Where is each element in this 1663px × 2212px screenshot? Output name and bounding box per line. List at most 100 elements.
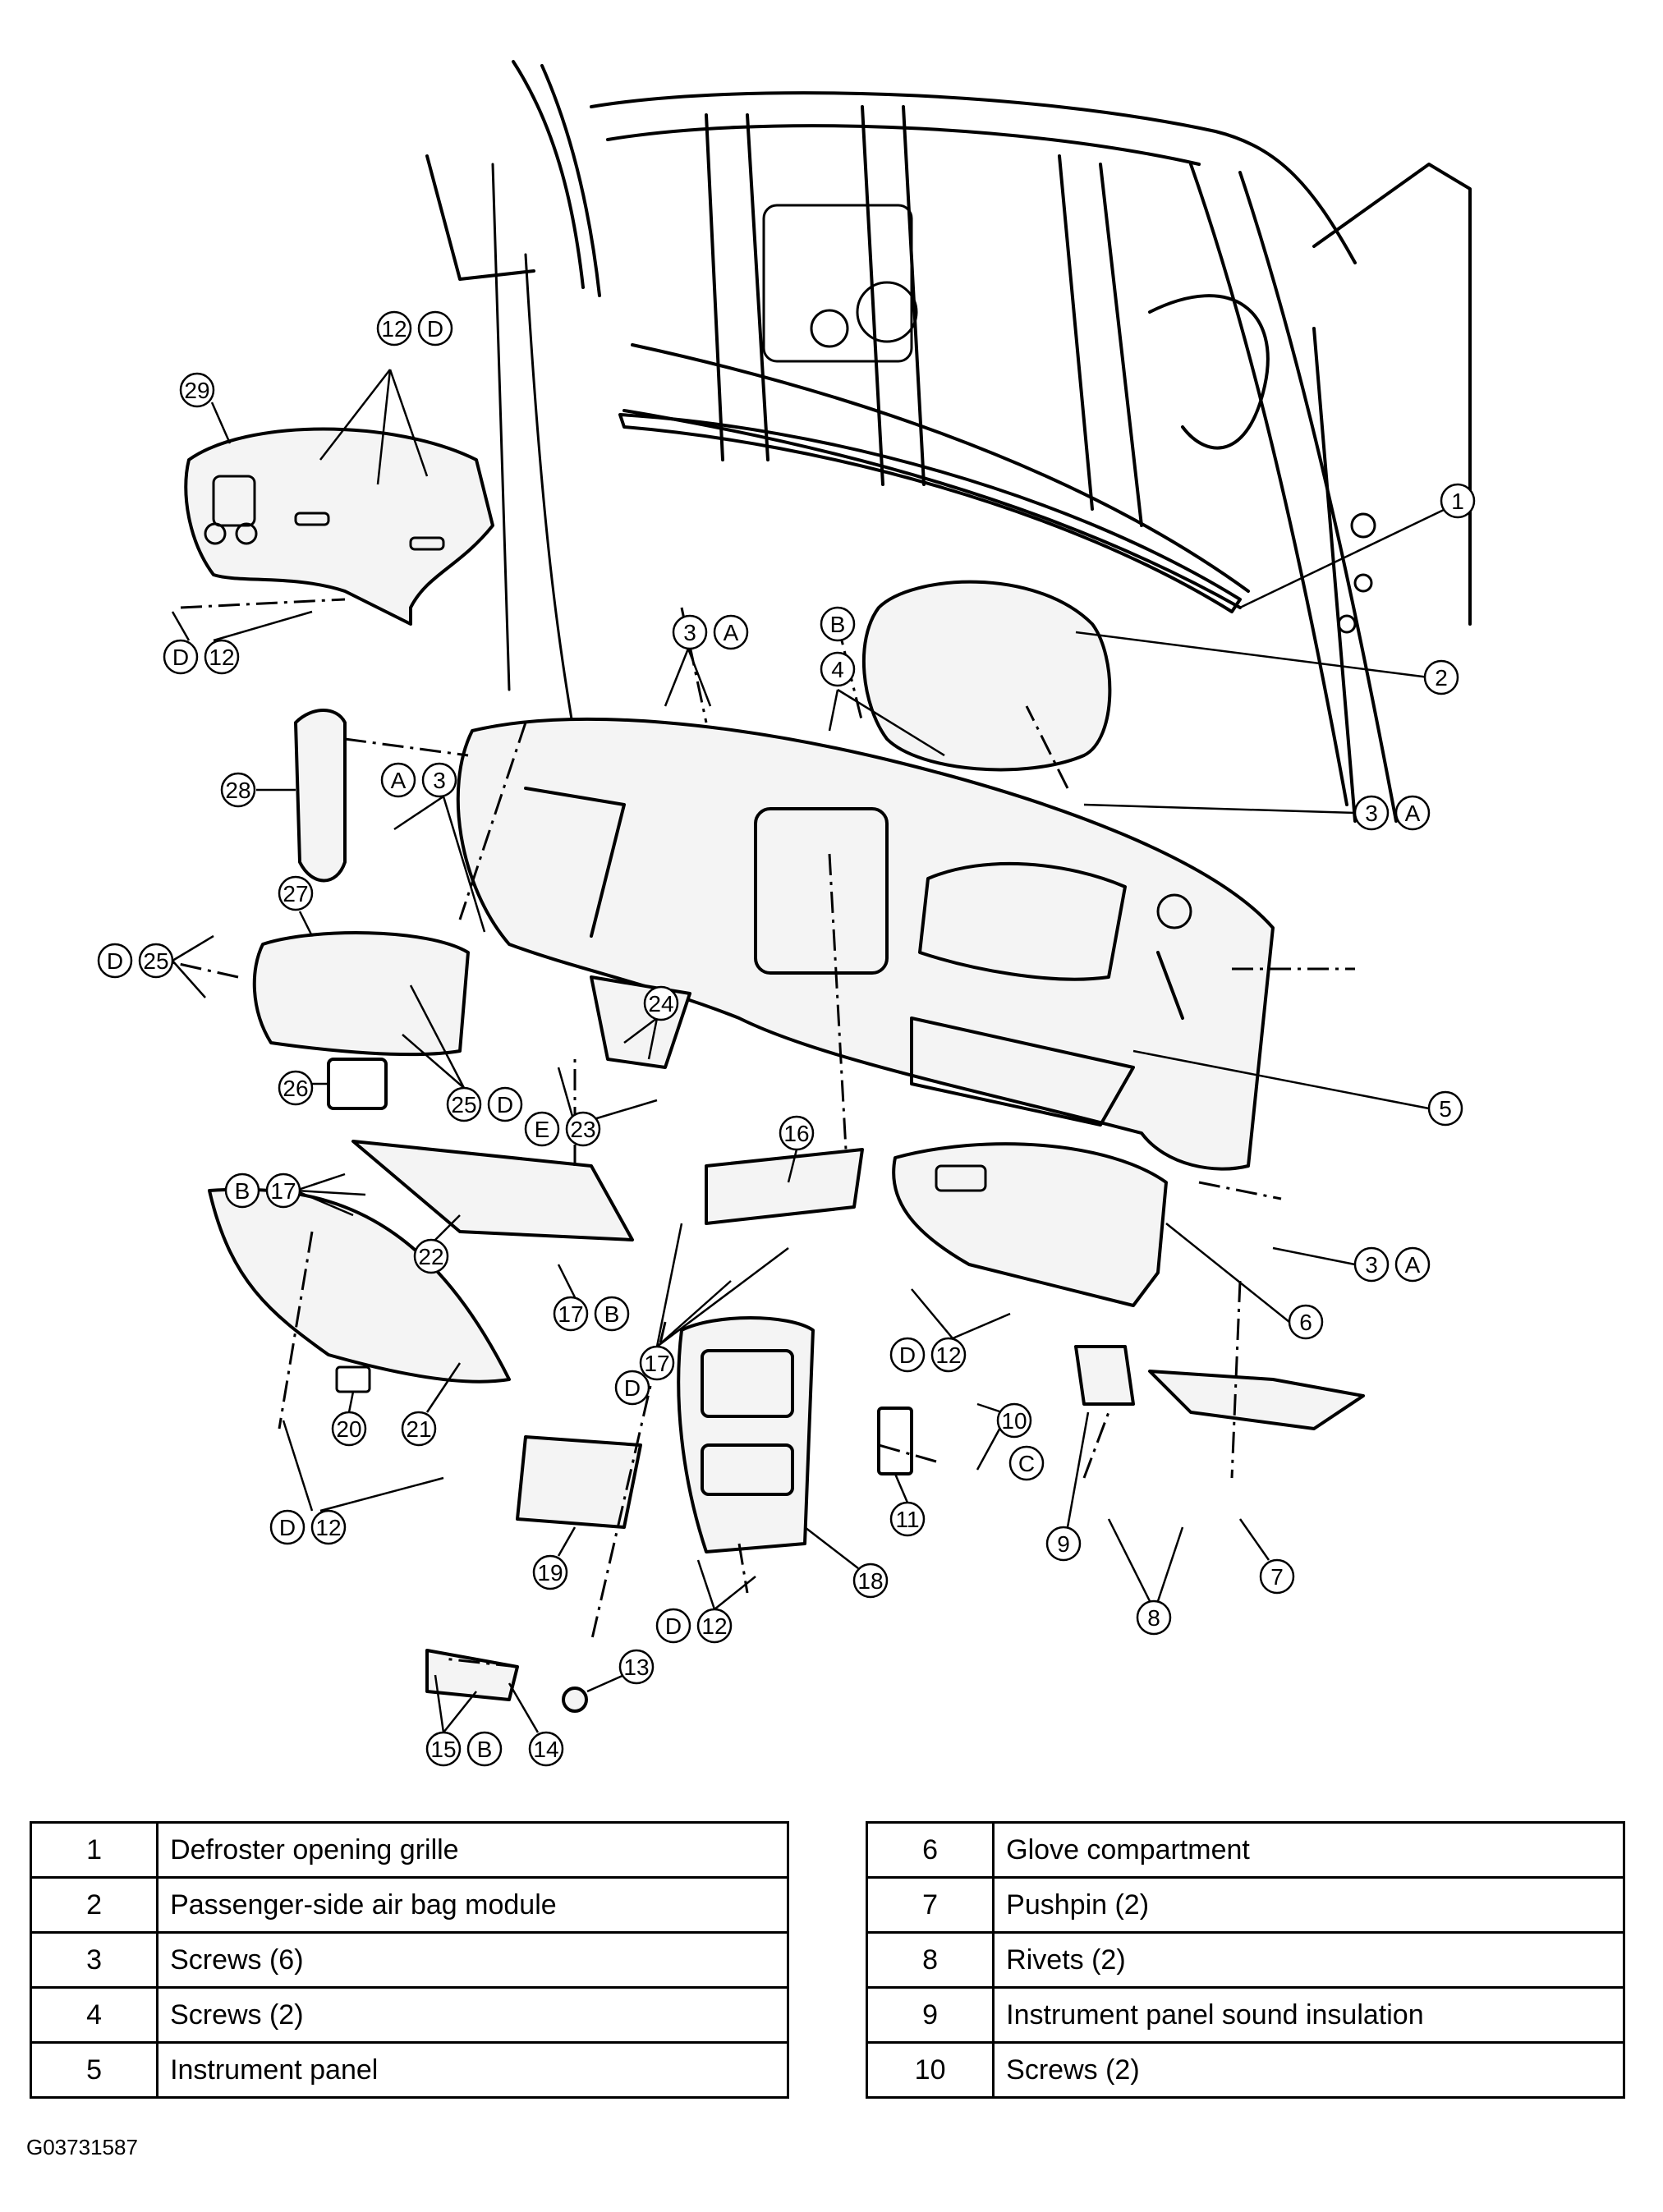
parts-legend-table-right: 6 Glove compartment 7 Pushpin (2) 8 Rive… <box>865 1821 1625 2099</box>
callout-21: 21 <box>401 1362 462 1447</box>
callout-number: 6 <box>1299 1310 1312 1335</box>
parts-legend-table-left: 1 Defroster opening grille 2 Passenger-s… <box>29 1821 789 2099</box>
part-number: 10 <box>865 2041 995 2099</box>
callout-letter: A <box>391 768 407 793</box>
part-number: 1 <box>29 1821 159 1879</box>
part-description: Defroster opening grille <box>156 1821 789 1879</box>
callout-number: 8 <box>1147 1605 1160 1631</box>
callout-number: 17 <box>558 1301 583 1327</box>
callout-letter: B <box>235 1178 250 1204</box>
callout-7: 7 <box>1238 1518 1295 1595</box>
callout-1: 1 <box>1239 483 1476 609</box>
callout-17d: 17 D <box>614 1223 789 1406</box>
callout-letter: D <box>427 316 443 342</box>
callout-28: 28 <box>220 772 296 808</box>
center-finish-panel <box>516 1148 913 1553</box>
callout-22: 22 <box>413 1214 461 1274</box>
callout-12d-lowerleft: D 12 <box>269 1420 444 1545</box>
table-row: 8 Rivets (2) <box>865 1931 1625 1989</box>
part-description: Glove compartment <box>992 1821 1625 1879</box>
callout-number: 5 <box>1439 1096 1452 1122</box>
callout-12d-glovebox: D 12 <box>889 1288 1011 1373</box>
part-number: 7 <box>865 1876 995 1934</box>
callout-letter: E <box>535 1117 550 1142</box>
callout-number: 3 <box>1365 1252 1378 1278</box>
callout-letter: C <box>1018 1451 1035 1476</box>
vehicle-cowl-structure <box>425 60 1472 823</box>
part-description: Screws (2) <box>156 1986 789 2044</box>
callout-3a-lower: 3 A <box>1272 1246 1431 1283</box>
cluster-lens <box>252 931 470 1110</box>
callout-4b: B 4 <box>820 606 945 757</box>
callout-2: 2 <box>1075 631 1459 695</box>
callout-number: 14 <box>533 1737 558 1762</box>
callout-12d-top: 12 D <box>319 310 453 485</box>
part-number: 9 <box>865 1986 995 2044</box>
callout-number: 19 <box>537 1560 563 1586</box>
callout-20: 20 <box>331 1391 367 1447</box>
callout-17b-right: 17 B <box>553 1264 630 1332</box>
table-row: 7 Pushpin (2) <box>865 1876 1625 1934</box>
callout-17b-left: B 17 <box>224 1173 366 1217</box>
callout-13: 13 <box>586 1649 655 1693</box>
callout-number: 20 <box>336 1416 361 1442</box>
table-row: 2 Passenger-side air bag module <box>29 1876 789 1934</box>
callout-number: 21 <box>406 1416 431 1442</box>
defroster-grille <box>618 413 1242 613</box>
bracket-14 <box>425 1649 588 1713</box>
part-description: Instrument panel sound insulation <box>992 1986 1625 2044</box>
table-row: 6 Glove compartment <box>865 1821 1625 1879</box>
callout-number: 22 <box>418 1244 443 1269</box>
part-description: Pushpin (2) <box>992 1876 1625 1934</box>
callout-number: 17 <box>270 1178 296 1204</box>
callout-29: 29 <box>179 372 232 444</box>
callout-letter: A <box>1405 801 1421 826</box>
callout-9: 9 <box>1045 1411 1090 1562</box>
exploded-view-diagram: .ln { fill:none; stroke:#000; stroke-wid… <box>97 60 1476 1767</box>
callout-number: 3 <box>1365 801 1378 826</box>
trim-panel-28 <box>294 709 347 883</box>
callout-10c: 10 C <box>976 1402 1045 1481</box>
callout-letter: B <box>830 612 846 637</box>
callout-number: 4 <box>831 657 844 682</box>
callout-26: 26 <box>278 1070 328 1106</box>
instrument-panel <box>456 717 1275 1171</box>
callout-number: 18 <box>857 1568 883 1594</box>
callout-number: 16 <box>783 1121 809 1146</box>
part-description: Screws (2) <box>992 2041 1625 2099</box>
callout-16: 16 <box>779 1115 815 1183</box>
table-row: 10 Screws (2) <box>865 2041 1625 2099</box>
knee-bolster-panel <box>208 1140 634 1393</box>
callout-letter: D <box>107 948 123 974</box>
part-number: 2 <box>29 1876 159 1934</box>
table-row: 1 Defroster opening grille <box>29 1821 789 1879</box>
callout-number: 12 <box>315 1515 341 1540</box>
table-row: 9 Instrument panel sound insulation <box>865 1986 1625 2044</box>
callout-24: 24 <box>623 985 679 1060</box>
callout-number: 3 <box>433 768 446 793</box>
callout-letter: D <box>497 1092 513 1117</box>
callout-number: 9 <box>1057 1531 1070 1557</box>
callout-6: 6 <box>1165 1223 1324 1340</box>
table-row: 5 Instrument panel <box>29 2041 789 2099</box>
callout-number: 26 <box>283 1076 308 1101</box>
table-row: 4 Screws (2) <box>29 1986 789 2044</box>
callout-12d-topleft: D 12 <box>163 610 313 675</box>
callout-letter: D <box>279 1515 296 1540</box>
callout-letter: A <box>1405 1252 1421 1278</box>
callout-number: 11 <box>895 1507 919 1532</box>
callout-14: 14 <box>508 1682 564 1767</box>
callout-number: 12 <box>381 316 407 342</box>
callout-number: 27 <box>283 881 308 906</box>
callout-5: 5 <box>1132 1049 1463 1127</box>
callout-number: 12 <box>701 1613 727 1639</box>
callout-number: 29 <box>184 378 209 403</box>
callout-23e: E 23 <box>524 1067 658 1147</box>
callout-number: 12 <box>209 645 234 670</box>
callout-11: 11 <box>889 1473 926 1537</box>
callout-letter: D <box>172 645 189 670</box>
part-number: 6 <box>865 1821 995 1879</box>
callout-letter: B <box>604 1301 620 1327</box>
callout-number: 24 <box>648 991 673 1017</box>
glove-compartment <box>892 1142 1365 1430</box>
